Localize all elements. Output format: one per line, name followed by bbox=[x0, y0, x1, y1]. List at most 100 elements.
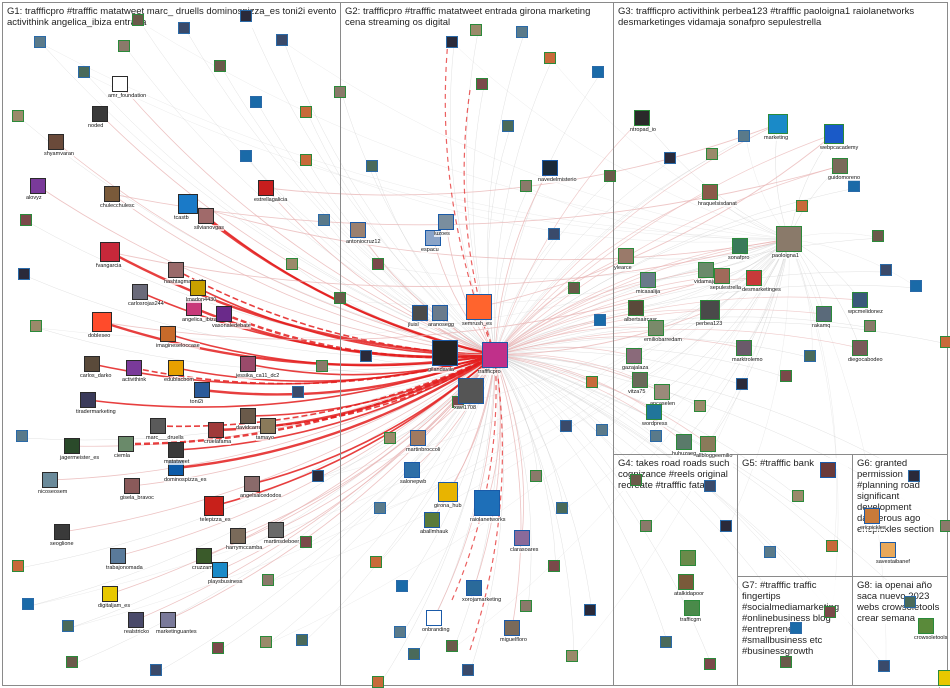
graph-node-ntropad-io[interactable] bbox=[634, 110, 650, 126]
graph-node-toni2i[interactable] bbox=[194, 382, 210, 398]
graph-node-webpcacademy[interactable] bbox=[824, 124, 844, 144]
graph-node[interactable] bbox=[904, 596, 916, 608]
graph-node[interactable] bbox=[594, 314, 606, 326]
graph-node-tcastb[interactable] bbox=[178, 194, 198, 214]
graph-node-edublacbom[interactable] bbox=[168, 360, 184, 376]
graph-node[interactable] bbox=[30, 320, 42, 332]
graph-node[interactable] bbox=[694, 400, 706, 412]
graph-node-fvangarcia[interactable] bbox=[100, 242, 120, 262]
graph-node[interactable] bbox=[780, 370, 792, 382]
graph-node-sonafpro[interactable] bbox=[732, 238, 748, 254]
graph-node[interactable] bbox=[604, 170, 616, 182]
graph-node-angelsalcedodos[interactable] bbox=[244, 476, 260, 492]
graph-node-chulecchulesc[interactable] bbox=[104, 186, 120, 202]
graph-node[interactable] bbox=[790, 622, 802, 634]
graph-node[interactable] bbox=[596, 424, 608, 436]
graph-node-jessika-ca11-dc2[interactable] bbox=[240, 356, 256, 372]
graph-node[interactable] bbox=[312, 470, 324, 482]
graph-node-digitaljam-es[interactable] bbox=[102, 586, 118, 602]
graph-node[interactable] bbox=[292, 386, 304, 398]
graph-node-perbea123[interactable] bbox=[700, 300, 720, 320]
graph-node-semrush-es[interactable] bbox=[466, 294, 492, 320]
graph-node-guidomoreno[interactable] bbox=[832, 158, 848, 174]
graph-node-diegocabodeo[interactable] bbox=[852, 340, 868, 356]
graph-node[interactable] bbox=[640, 520, 652, 532]
graph-node-jluisl[interactable] bbox=[412, 305, 428, 321]
graph-node[interactable] bbox=[544, 52, 556, 64]
graph-node[interactable] bbox=[764, 546, 776, 558]
graph-node[interactable] bbox=[374, 502, 386, 514]
graph-node-zorojamarketing[interactable] bbox=[466, 580, 482, 596]
graph-node[interactable] bbox=[864, 320, 876, 332]
graph-node-tamayo[interactable] bbox=[260, 418, 276, 434]
graph-node[interactable] bbox=[372, 676, 384, 688]
graph-node-wordpress[interactable] bbox=[646, 404, 662, 420]
graph-node-salonepwb[interactable] bbox=[404, 462, 420, 478]
graph-node-seoglione[interactable] bbox=[54, 524, 70, 540]
graph-node-paoloigna1[interactable] bbox=[776, 226, 802, 252]
graph-node-rakamq[interactable] bbox=[816, 306, 832, 322]
graph-node[interactable] bbox=[516, 26, 528, 38]
graph-node-takes-road[interactable] bbox=[680, 550, 696, 566]
graph-node[interactable] bbox=[20, 214, 32, 226]
graph-node[interactable] bbox=[560, 420, 572, 432]
graph-node[interactable] bbox=[360, 350, 372, 362]
graph-node-silvianovgas[interactable] bbox=[198, 208, 214, 224]
graph-node[interactable] bbox=[738, 130, 750, 142]
graph-node[interactable] bbox=[62, 620, 74, 632]
graph-node-vasonaledebate[interactable] bbox=[216, 306, 232, 322]
graph-node-activithink[interactable] bbox=[126, 360, 142, 376]
graph-node[interactable] bbox=[520, 600, 532, 612]
graph-node[interactable] bbox=[286, 258, 298, 270]
graph-node[interactable] bbox=[502, 120, 514, 132]
graph-node[interactable] bbox=[878, 660, 890, 672]
graph-node[interactable] bbox=[568, 282, 580, 294]
graph-node[interactable] bbox=[566, 650, 578, 662]
graph-node-albertsaircasr[interactable] bbox=[628, 300, 644, 316]
graph-node-estrellagalicia[interactable] bbox=[258, 180, 274, 196]
graph-node[interactable] bbox=[12, 560, 24, 572]
graph-node[interactable] bbox=[132, 14, 144, 26]
graph-node[interactable] bbox=[650, 430, 662, 442]
graph-node[interactable] bbox=[548, 560, 560, 572]
graph-node-marc-druells[interactable] bbox=[150, 418, 166, 434]
graph-node[interactable] bbox=[584, 604, 596, 616]
graph-node[interactable] bbox=[300, 536, 312, 548]
graph-node-wpcmelidonez[interactable] bbox=[852, 292, 868, 308]
graph-node[interactable] bbox=[366, 160, 378, 172]
graph-node-realstricko[interactable] bbox=[128, 612, 144, 628]
graph-node-onbranding[interactable] bbox=[426, 610, 442, 626]
graph-node-luzoes[interactable] bbox=[438, 214, 454, 230]
graph-node[interactable] bbox=[872, 230, 884, 242]
graph-node-amr-foundation[interactable] bbox=[112, 76, 128, 92]
graph-node-marketing[interactable] bbox=[768, 114, 788, 134]
graph-node[interactable] bbox=[446, 36, 458, 48]
graph-node-girona-hub[interactable] bbox=[438, 482, 458, 502]
graph-node[interactable] bbox=[706, 148, 718, 160]
graph-node[interactable] bbox=[334, 292, 346, 304]
graph-node-telepizza-es[interactable] bbox=[204, 496, 224, 516]
graph-node-ancaselen[interactable] bbox=[654, 384, 670, 400]
graph-node[interactable] bbox=[880, 264, 892, 276]
graph-node-huhuzaeg[interactable] bbox=[676, 434, 692, 450]
graph-node-imagineseloccase[interactable] bbox=[160, 326, 176, 342]
graph-node-allbloggeemilio[interactable] bbox=[700, 436, 716, 452]
graph-node[interactable] bbox=[334, 86, 346, 98]
graph-node[interactable] bbox=[736, 378, 748, 390]
graph-node[interactable] bbox=[520, 180, 532, 192]
graph-node[interactable] bbox=[396, 580, 408, 592]
graph-node-sepulestrella[interactable] bbox=[714, 268, 730, 284]
graph-node[interactable] bbox=[318, 214, 330, 226]
graph-node-martinsdeboer[interactable] bbox=[268, 522, 284, 538]
graph-node[interactable] bbox=[262, 574, 274, 586]
graph-node-mtrocorne[interactable] bbox=[938, 670, 950, 686]
graph-node-savestaibanef[interactable] bbox=[880, 542, 896, 558]
graph-node-gilandavila[interactable] bbox=[432, 340, 458, 366]
graph-node-matatweet[interactable] bbox=[168, 442, 184, 458]
graph-node[interactable] bbox=[16, 430, 28, 442]
graph-node-micasalija[interactable] bbox=[640, 272, 656, 288]
graph-node-noded[interactable] bbox=[92, 106, 108, 122]
graph-node[interactable] bbox=[260, 636, 272, 648]
graph-node[interactable] bbox=[66, 656, 78, 668]
graph-node[interactable] bbox=[250, 96, 262, 108]
